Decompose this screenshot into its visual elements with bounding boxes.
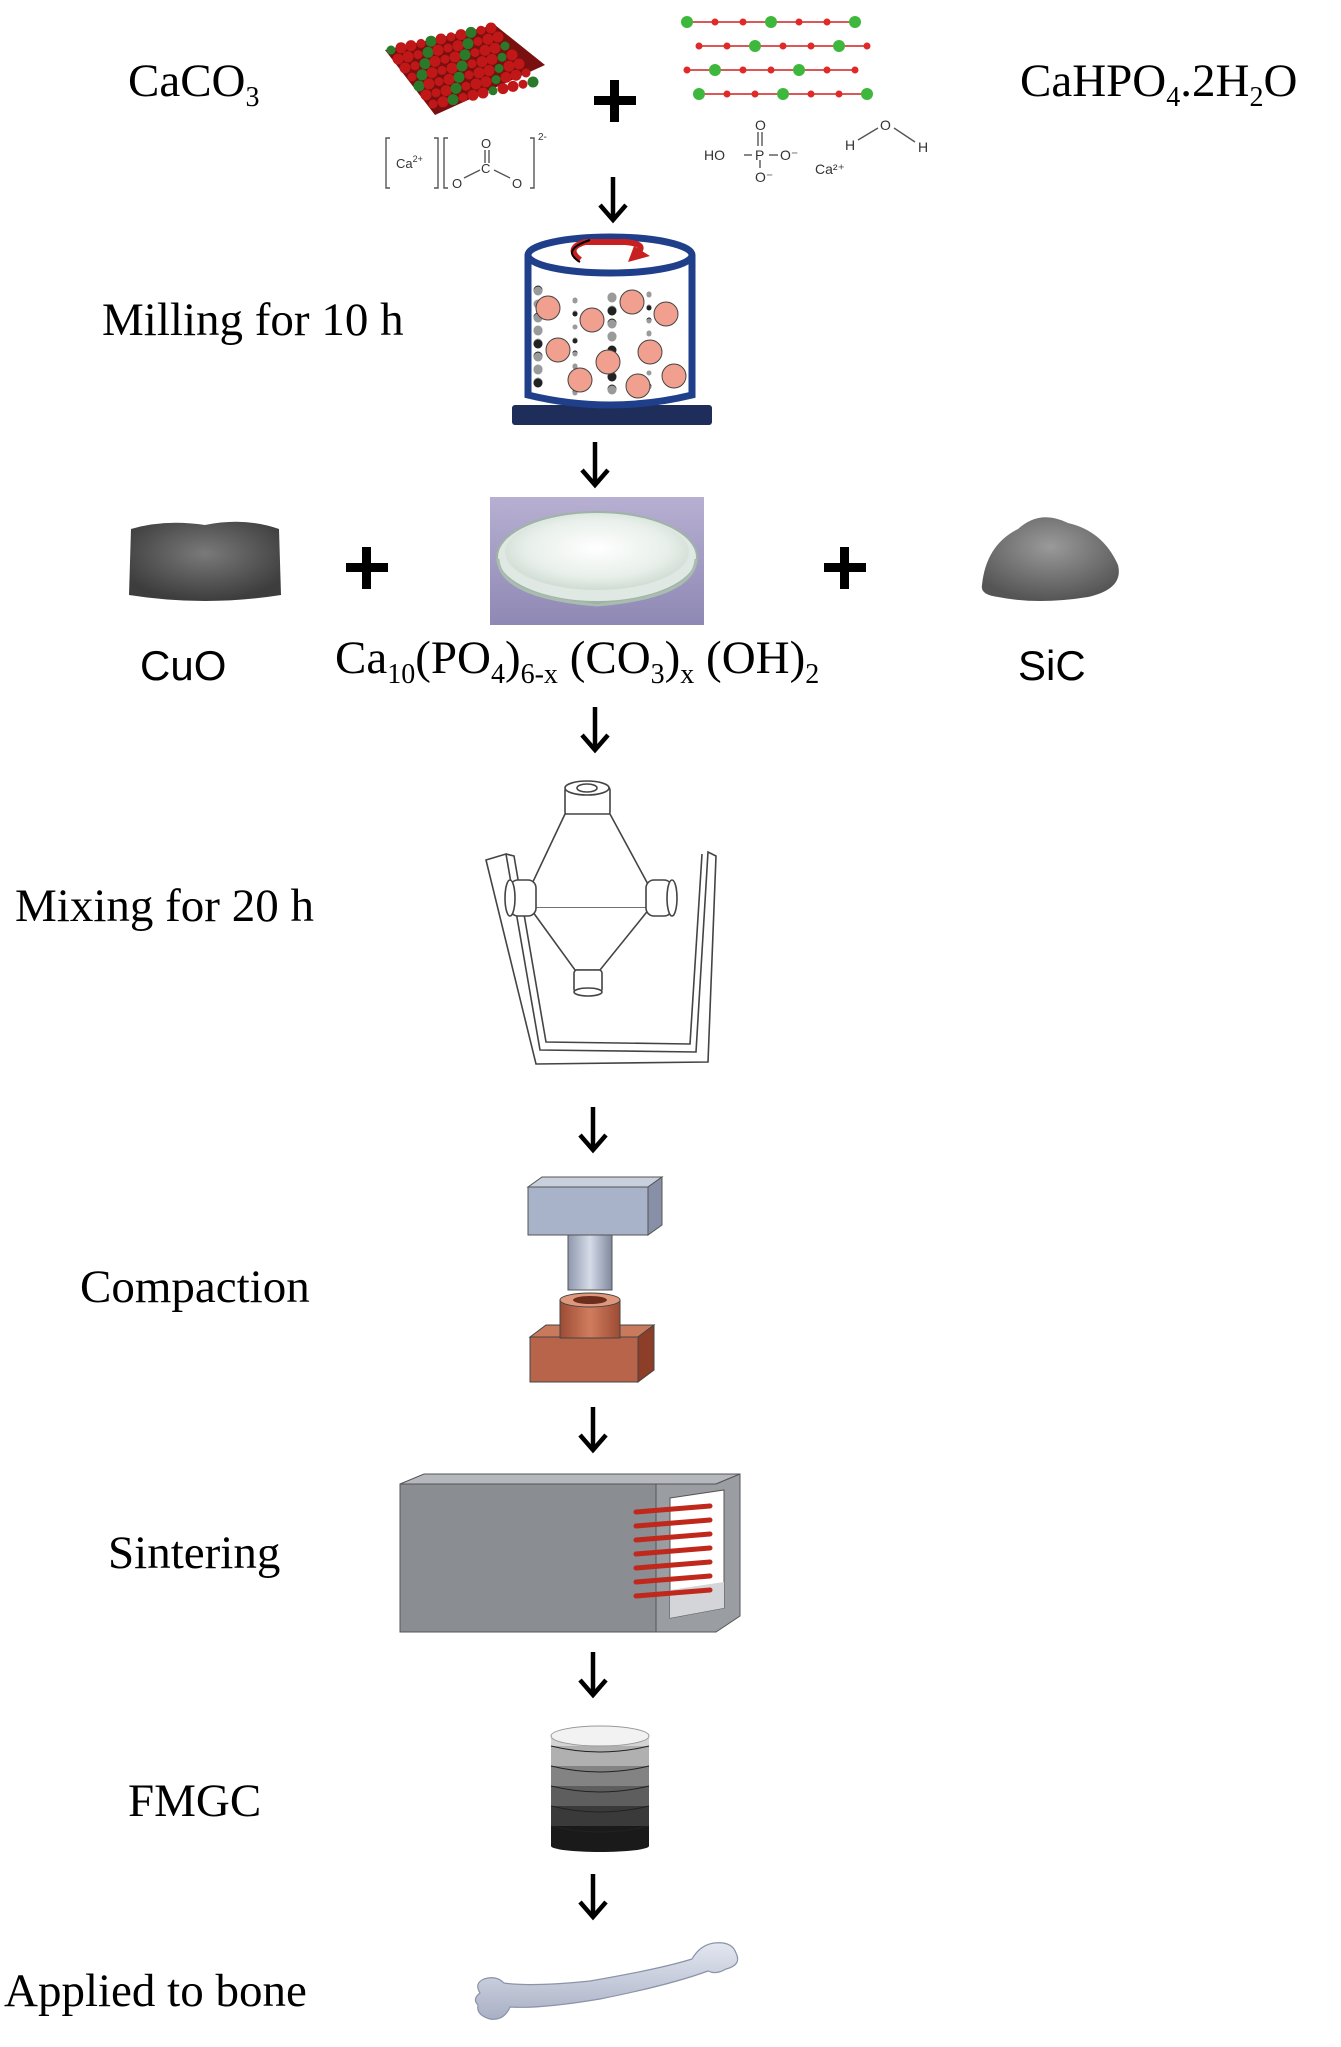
calcium-ion-text: Ca2+: [396, 154, 423, 171]
plus-icon: [824, 547, 866, 589]
ball-mill-jar-icon: [512, 233, 712, 425]
water-hydrogen-right: H: [918, 139, 928, 155]
femur-bone-icon: [474, 1942, 739, 2020]
phosphate-phosphorus: P: [755, 147, 764, 163]
phosphate-oxygen-bottom: O⁻: [755, 169, 773, 185]
sic-powder-image: [981, 517, 1119, 601]
caco3-ionic-formula: Ca2+ O C O O 2-: [385, 132, 547, 191]
heating-elements: [633, 1503, 713, 1599]
carbonate-oxygen-top: O: [481, 136, 491, 151]
carbonate-oxygen-right: O: [512, 176, 522, 191]
water-oxygen: O: [880, 117, 891, 133]
down-arrow-icon: [578, 1107, 608, 1154]
graded-composite-cylinder-icon: [550, 1725, 650, 1852]
phosphate-oxygen-right: O⁻: [780, 147, 798, 163]
water-hydrogen-left: H: [845, 137, 855, 153]
caco3-crystal-structure: [385, 22, 545, 115]
sintering-step-label: Sintering: [108, 1527, 281, 1579]
compaction-step-label: Compaction: [80, 1261, 310, 1313]
v-cone-mixer-icon: [485, 780, 717, 1065]
plus-icon: [346, 547, 388, 589]
reactant-cahpo4-label: CaHPO4.2H2O: [1020, 55, 1298, 113]
fmgc-step-label: FMGC: [128, 1775, 262, 1827]
phosphate-oxygen-top: O: [755, 117, 766, 133]
sic-label: SiC: [1018, 642, 1086, 689]
cuo-powder-image: [129, 521, 281, 601]
down-arrow-icon: [580, 442, 610, 489]
down-arrow-icon: [578, 1652, 608, 1699]
applied-to-bone-label: Applied to bone: [4, 1965, 307, 2017]
down-arrow-icon: [578, 1407, 608, 1454]
reactant-caco3-label: CaCO3: [128, 55, 260, 113]
carbonate-carbon: C: [481, 161, 490, 176]
compaction-press-icon: [526, 1176, 664, 1383]
sintering-furnace-icon: [399, 1473, 741, 1633]
down-arrow-icon: [580, 707, 610, 754]
hydroxyapatite-petri-dish-image: [490, 497, 704, 625]
down-arrow-icon: [578, 1874, 608, 1921]
calcium-ion-small: Ca²⁺: [815, 161, 845, 177]
phosphate-hydroxyl: HO: [704, 147, 725, 163]
carbonate-oxygen-left: O: [452, 176, 462, 191]
plus-icon: [594, 80, 636, 122]
milling-step-label: Milling for 10 h: [102, 294, 404, 346]
cuo-label: CuO: [140, 642, 227, 689]
cahpo4-crystal-structure: [681, 16, 873, 100]
cahpo4-structural-formula: O HO P O⁻ O⁻ H O H Ca²⁺: [704, 117, 928, 185]
hydroxyapatite-formula-label: Ca10(PO4)6-x (CO3)x (OH)2: [335, 632, 820, 690]
carbonate-charge: 2-: [538, 132, 547, 143]
mixing-step-label: Mixing for 20 h: [15, 880, 314, 932]
down-arrow-icon: [598, 177, 628, 224]
